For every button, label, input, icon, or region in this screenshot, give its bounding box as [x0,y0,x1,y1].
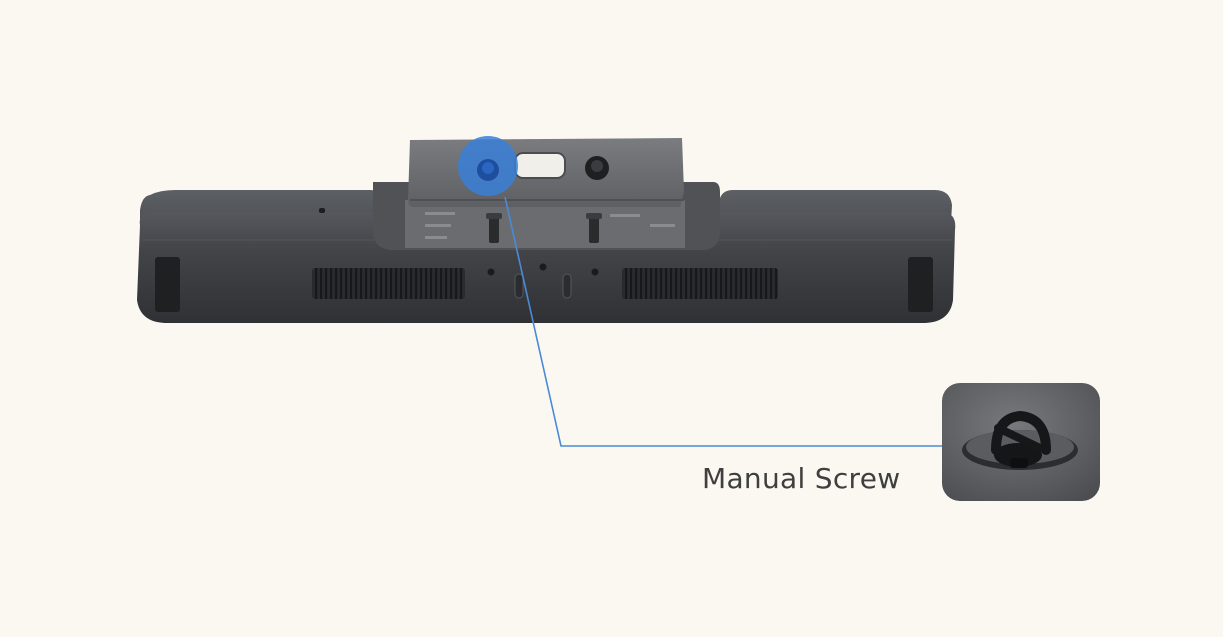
plate-slot [514,152,566,179]
mount-pegs [486,213,602,243]
manual-screw-inset [942,383,1100,501]
manual-screw-label: Manual Screw [702,462,901,495]
mounting-plate [408,138,684,207]
side-vent-left [155,257,180,312]
speaker-grille-left [312,268,465,299]
screw-highlight [458,136,518,196]
callout-line [504,196,945,447]
side-vent-right [908,257,933,312]
speaker-grille-right [622,268,778,299]
